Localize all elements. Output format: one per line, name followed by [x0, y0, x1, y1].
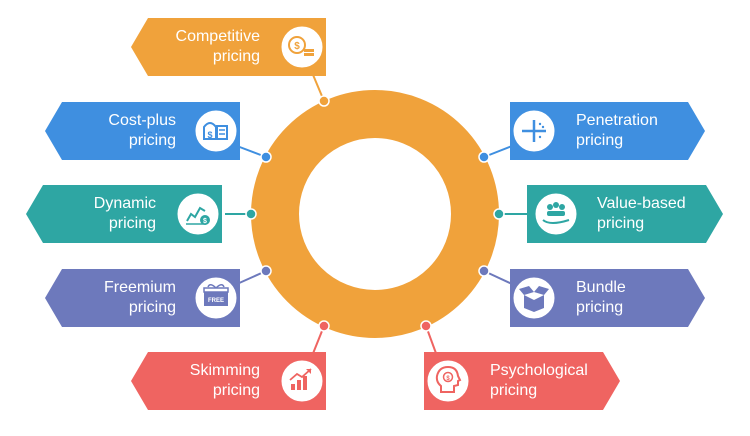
- label-dynamic: Dynamic pricing: [46, 194, 156, 234]
- banner-value-based: [527, 185, 723, 243]
- label-competitive-line2: pricing: [212, 48, 260, 65]
- dot-freemium: [260, 265, 272, 277]
- hand-people-icon: [532, 190, 580, 238]
- label-bundle-line2: pricing: [576, 299, 624, 316]
- rising-bars-icon: [278, 357, 326, 405]
- open-box-icon: [510, 274, 558, 322]
- banner-penetration: [510, 102, 705, 160]
- icon-badges: $ $ $ FREE: [174, 23, 580, 405]
- needle-icon: [510, 107, 558, 155]
- label-dynamic-line1: Dynamic: [93, 195, 156, 212]
- center-ring: [251, 90, 499, 338]
- svg-text:$: $: [446, 376, 450, 382]
- label-bundle: Bundle pricing: [576, 278, 686, 318]
- label-freemium: Freemium pricing: [64, 278, 176, 318]
- label-cost-plus-line1: Cost-plus: [108, 112, 176, 129]
- svg-text:$: $: [207, 130, 212, 140]
- label-value-based-line1: Value-based: [597, 195, 686, 212]
- label-penetration-line2: pricing: [576, 132, 624, 149]
- banner-cost-plus: [45, 102, 240, 160]
- dot-penetration: [478, 151, 490, 163]
- money-bag-calculator-icon: $: [192, 107, 240, 155]
- svg-text:FREE: FREE: [208, 298, 224, 304]
- head-dollar-icon: $: [424, 357, 472, 405]
- dot-skimming: [318, 320, 330, 332]
- banner-dynamic: [26, 185, 222, 243]
- label-freemium-line2: pricing: [128, 299, 176, 316]
- label-skimming: Skimming pricing: [150, 361, 260, 401]
- dot-value-based: [493, 208, 505, 220]
- banner-psychological: [424, 352, 620, 410]
- label-cost-plus: Cost-plus pricing: [64, 111, 176, 151]
- dot-competitive: [318, 95, 330, 107]
- dot-cost-plus: [260, 151, 272, 163]
- banner-competitive: [131, 18, 326, 76]
- label-penetration-line1: Penetration: [576, 112, 658, 129]
- dot-psychological: [420, 320, 432, 332]
- label-competitive: Competitive pricing: [150, 27, 260, 67]
- dot-bundle: [478, 265, 490, 277]
- chart-dollar-icon: $: [174, 190, 222, 238]
- label-dynamic-line2: pricing: [108, 215, 156, 232]
- banners: [26, 18, 723, 410]
- ring-dots: [245, 95, 505, 332]
- banner-bundle: [510, 269, 705, 327]
- label-skimming-line1: Skimming: [189, 362, 260, 379]
- banner-skimming: [131, 352, 326, 410]
- label-penetration: Penetration pricing: [576, 111, 686, 151]
- label-cost-plus-line2: pricing: [128, 132, 176, 149]
- label-freemium-line1: Freemium: [103, 279, 176, 296]
- label-competitive-line1: Competitive: [175, 28, 260, 45]
- dot-dynamic: [245, 208, 257, 220]
- label-value-based: Value-based pricing: [597, 194, 707, 234]
- label-psychological-line2: pricing: [490, 382, 538, 399]
- svg-text:$: $: [294, 41, 300, 52]
- banner-freemium: [45, 269, 240, 327]
- label-psychological: Psychological pricing: [490, 361, 608, 401]
- label-psychological-line1: Psychological: [490, 362, 588, 379]
- svg-text:$: $: [203, 218, 207, 225]
- label-skimming-line2: pricing: [212, 382, 260, 399]
- label-value-based-line2: pricing: [597, 215, 645, 232]
- label-bundle-line1: Bundle: [576, 279, 626, 296]
- free-gift-icon: FREE: [192, 274, 240, 322]
- dollar-coins-icon: $: [278, 23, 326, 71]
